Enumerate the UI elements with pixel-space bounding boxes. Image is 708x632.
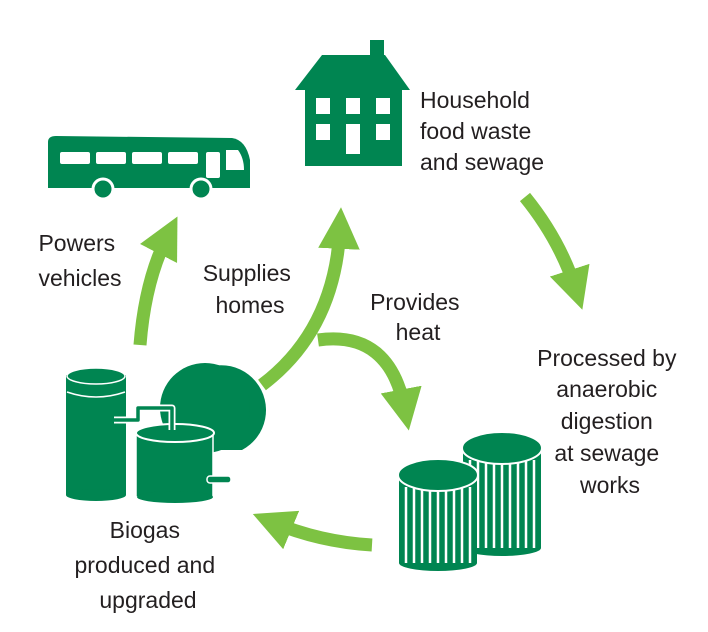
biogas-label: Biogas produced and upgraded: [74, 517, 221, 613]
arrow-biogas-to-homes: [258, 207, 360, 391]
label-line: Processed by: [537, 345, 677, 371]
bus-icon: [48, 136, 250, 201]
arrow-biogas-to-vehicles: [133, 216, 178, 346]
provides-heat-label: Provides heat: [370, 289, 466, 345]
label-line: and sewage: [420, 149, 544, 175]
digestion-label: Processed by anaerobic digestion at sewa…: [537, 345, 683, 498]
house-icon: [295, 40, 410, 166]
label-line: Powers: [38, 230, 115, 256]
label-line: heat: [396, 319, 441, 345]
biogas-plant-icon: [66, 363, 266, 503]
label-line: Household: [420, 87, 530, 113]
arrow-heat-branch: [317, 332, 422, 431]
digester-tanks-icon: [397, 431, 543, 571]
label-line: Supplies: [203, 260, 291, 286]
label-line: works: [579, 472, 640, 498]
label-line: anaerobic: [556, 376, 657, 402]
label-line: homes: [215, 292, 284, 318]
supplies-homes-label: Supplies homes: [203, 260, 298, 318]
vehicles-label: Powers vehicles: [38, 230, 121, 291]
label-line: vehicles: [38, 265, 121, 291]
arrow-household-to-digestion: [519, 192, 590, 310]
label-line: digestion: [561, 408, 653, 434]
label-line: Biogas: [110, 517, 180, 543]
household-label: Household food waste and sewage: [420, 87, 544, 175]
label-line: produced and: [74, 552, 215, 578]
label-line: food waste: [420, 118, 531, 144]
label-line: Provides: [370, 289, 459, 315]
label-line: upgraded: [99, 587, 196, 613]
label-line: at sewage: [554, 440, 659, 466]
arrow-digestion-to-biogas: [252, 510, 373, 552]
